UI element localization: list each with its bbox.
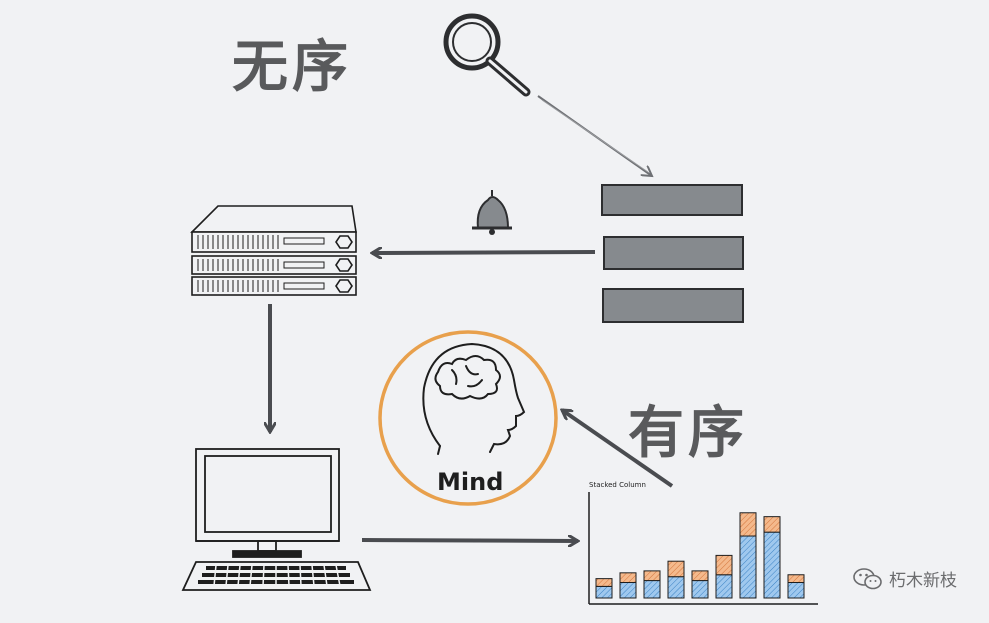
queue-block xyxy=(603,289,743,322)
wechat-icon xyxy=(853,567,883,591)
mind-label: Mind xyxy=(437,468,503,496)
chart-bar-segment xyxy=(644,571,660,581)
chart-bar-segment xyxy=(692,581,708,598)
watermark: 朽木新枝 xyxy=(853,566,957,591)
head-brain-icon xyxy=(423,344,524,454)
chart-bar-segment xyxy=(668,561,684,576)
chart-bar-segment xyxy=(644,581,660,598)
arrow-queue-to-server xyxy=(372,252,595,253)
chart-bar-segment xyxy=(596,586,612,598)
arrow-computer-to-chart xyxy=(362,540,578,541)
bell-icon xyxy=(472,190,512,235)
chart-bar-segment xyxy=(668,577,684,598)
order-label: 有序 xyxy=(628,401,748,466)
chart-bar-segment xyxy=(716,555,732,574)
chart-bar-segment xyxy=(764,517,780,532)
mind-node: Mind xyxy=(380,332,556,504)
chart-bar-segment xyxy=(620,573,636,583)
chart-title: Stacked Column xyxy=(589,481,646,489)
chart-bar-segment xyxy=(716,575,732,598)
chart-bar-segment xyxy=(692,571,708,581)
magnifier-icon xyxy=(446,16,526,92)
chart-bar-segment xyxy=(596,579,612,587)
chart-bar-segment xyxy=(740,513,756,536)
arrow-magnifier-to-queue xyxy=(538,96,652,176)
chart-bar-segment xyxy=(788,575,804,583)
queue-block xyxy=(604,237,743,269)
chart-bar-segment xyxy=(788,583,804,598)
queue-stack xyxy=(602,185,743,322)
server-icon xyxy=(192,206,356,295)
chart-bar-segment xyxy=(620,583,636,598)
stacked-column-chart: Stacked Column xyxy=(589,481,818,604)
watermark-text: 朽木新枝 xyxy=(889,566,957,591)
disorder-label: 无序 xyxy=(232,35,352,100)
chart-bar-segment xyxy=(764,532,780,598)
queue-block xyxy=(602,185,742,215)
chart-bar-segment xyxy=(740,536,756,598)
computer-icon xyxy=(183,449,370,590)
